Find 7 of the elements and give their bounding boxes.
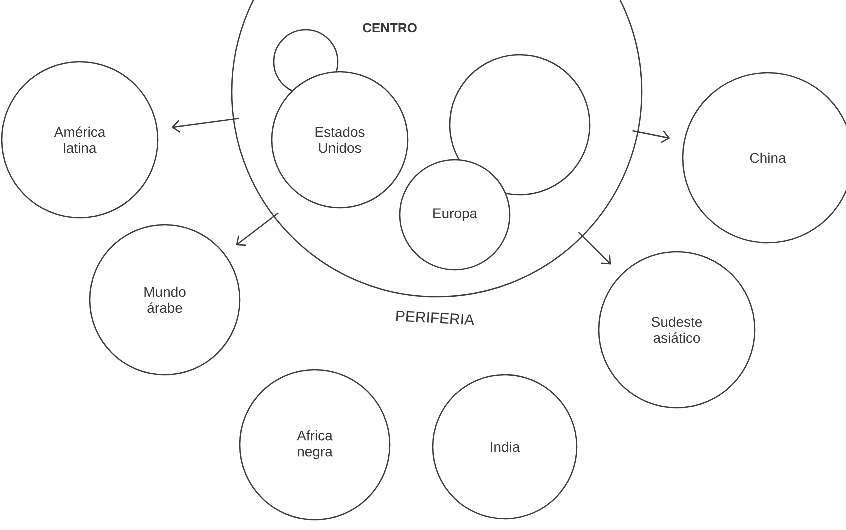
arrow	[172, 118, 240, 134]
region-title: CENTRO	[363, 23, 417, 33]
region-label: PERIFERIA	[396, 310, 474, 326]
arrow	[578, 232, 612, 265]
arrow	[236, 212, 279, 246]
empty-circle	[449, 54, 591, 196]
arrow	[632, 130, 670, 144]
